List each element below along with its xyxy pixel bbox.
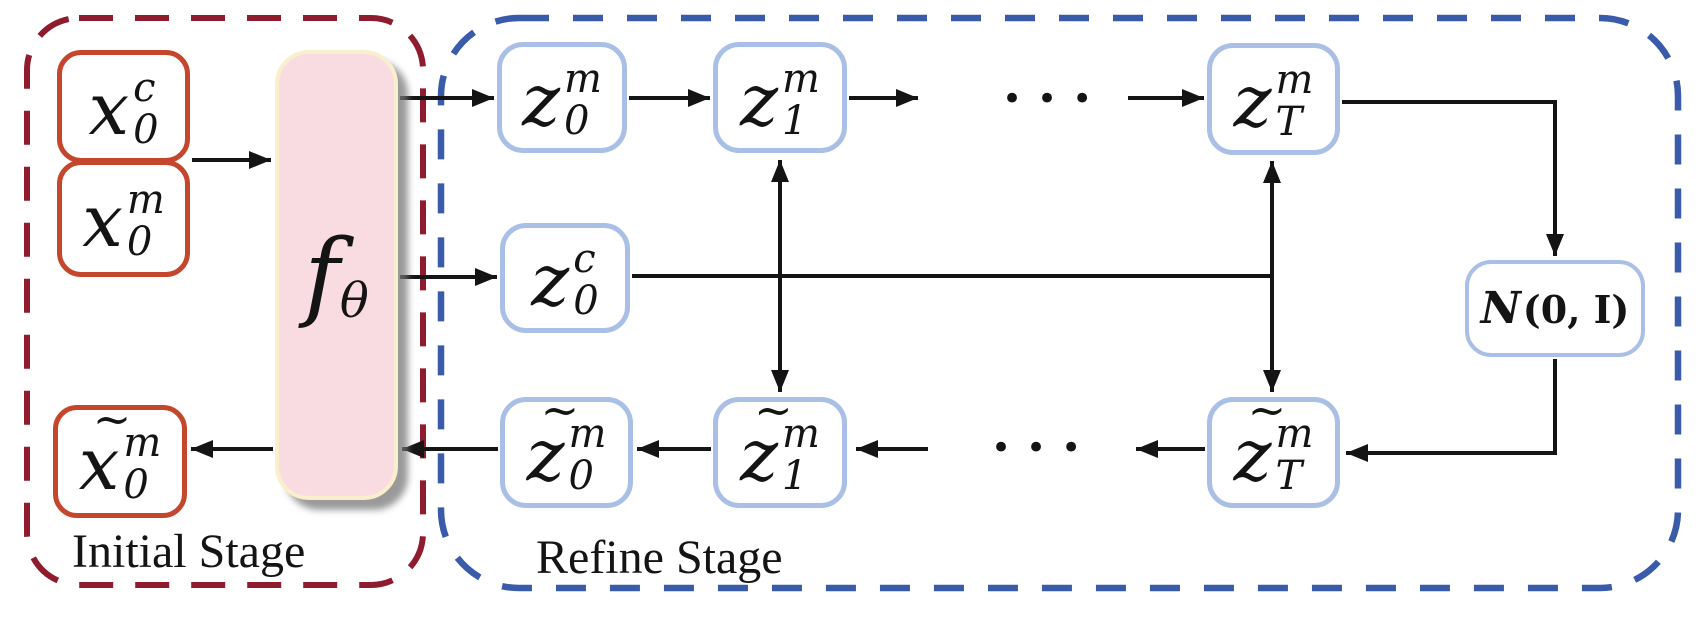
- refine-stage-border: [437, 14, 1682, 592]
- arrow-noise-to-zTm-refined: [1346, 359, 1557, 462]
- node-noise-label: N(0, I): [1480, 282, 1630, 334]
- node-noise: N(0, I): [1465, 260, 1645, 357]
- initial-stage-border: [24, 15, 426, 588]
- initial-stage-label: Initial Stage: [72, 525, 306, 578]
- ellipsis-top: •••: [1002, 79, 1108, 119]
- arrow-zTm-to-noise: [1342, 100, 1564, 256]
- ellipsis-bottom: •••: [991, 428, 1097, 468]
- refine-stage-label: Refine Stage: [536, 531, 783, 584]
